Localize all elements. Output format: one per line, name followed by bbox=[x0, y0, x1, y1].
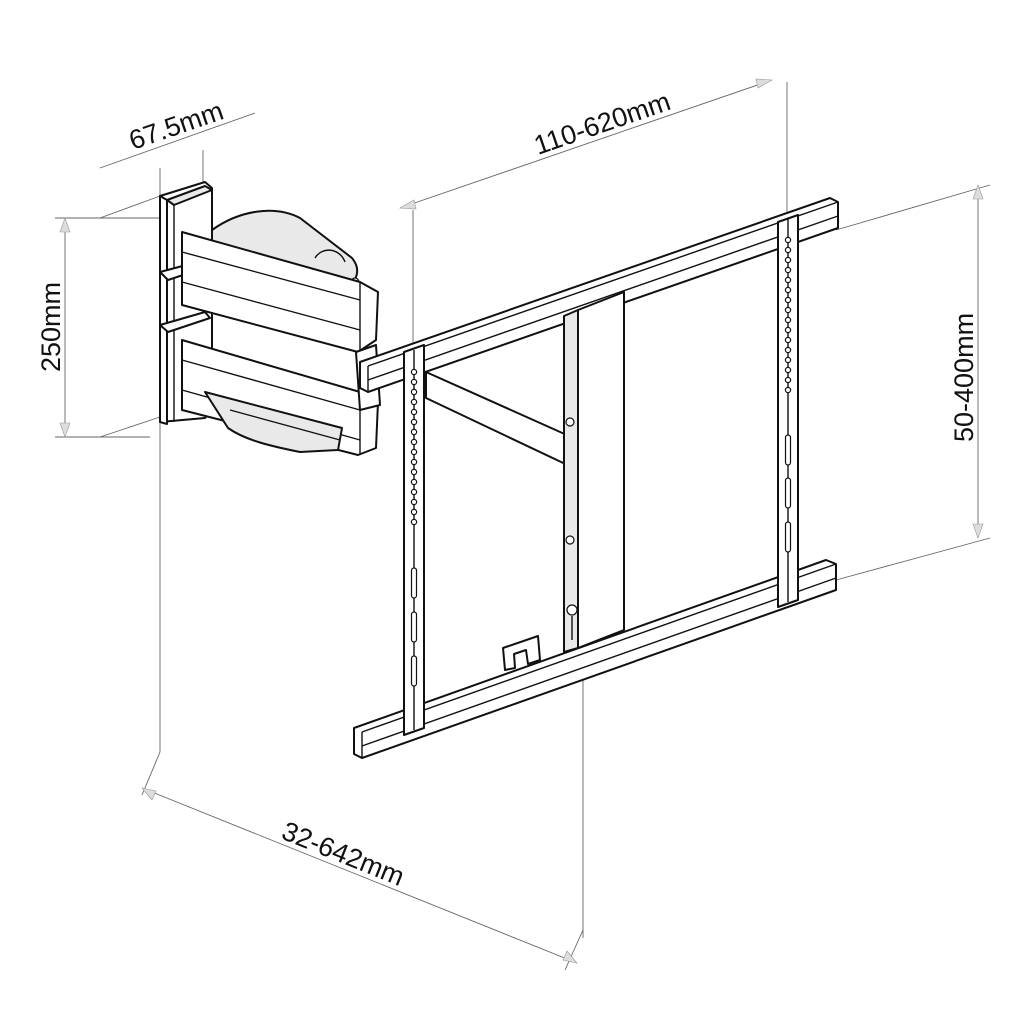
tv-bracket-frame bbox=[353, 197, 839, 759]
dimension-arrowheads bbox=[59, 78, 984, 964]
dimension-lines bbox=[55, 79, 991, 971]
height-label: 250mm bbox=[36, 282, 66, 372]
right-bracket-holes bbox=[784, 236, 792, 553]
left-bracket-holes bbox=[410, 368, 418, 687]
depth-label: 67.5mm bbox=[125, 96, 227, 156]
vertical-range-label: 50-400mm bbox=[949, 313, 979, 442]
horizontal-range-label: 110-620mm bbox=[530, 86, 674, 161]
extension-range-label: 32-642mm bbox=[278, 816, 409, 892]
